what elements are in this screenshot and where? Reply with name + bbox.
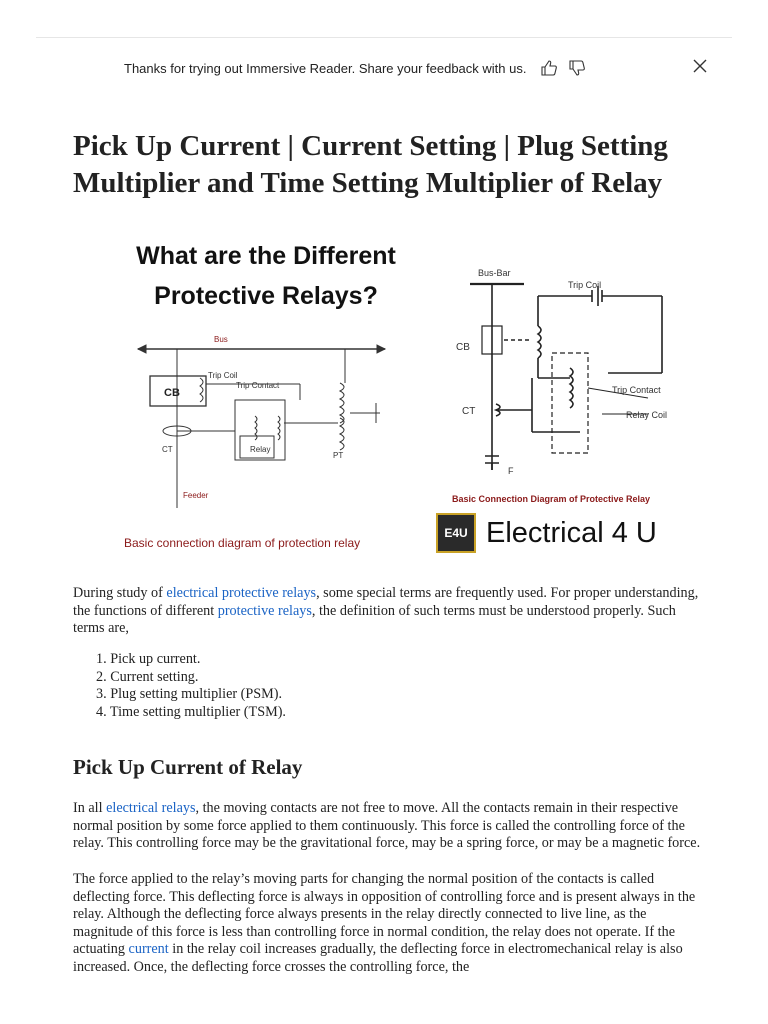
section-heading: Pick Up Current of Relay xyxy=(73,755,303,779)
terms-list: 1. Pick up current. 2. Current setting. … xyxy=(96,651,286,721)
text-span: During study of xyxy=(73,585,167,601)
right-relay-diagram: Bus-Bar Trip Coil CB Trip Contact CT Rel… xyxy=(456,268,667,476)
label-right-ct: CT xyxy=(462,406,475,417)
thumbs-up-icon[interactable] xyxy=(540,59,558,77)
intro-paragraph: During study of electrical protective re… xyxy=(73,585,703,638)
article-title: Pick Up Current | Current Setting | Plug… xyxy=(73,130,668,199)
text-span: , the definition of such terms must be u… xyxy=(73,602,676,637)
right-diagram-caption: Basic Connection Diagram of Protective R… xyxy=(452,494,651,504)
link-protective-relays[interactable]: protective relays xyxy=(217,602,312,619)
label-bus-bar: Bus-Bar xyxy=(478,268,511,278)
link-electrical-protective-relays[interactable]: electrical protective relays xyxy=(166,585,317,601)
close-icon xyxy=(693,59,707,73)
label-bus: Bus xyxy=(214,335,228,344)
label-relay-coil: Relay Coil xyxy=(626,410,667,420)
label-trip-contact: Trip Contact xyxy=(236,381,280,390)
text-span: , the moving contacts are not free to mo… xyxy=(73,800,701,851)
text-span: The force applied to the relay’s moving … xyxy=(73,871,696,957)
label-cb: CB xyxy=(164,387,180,399)
label-right-trip-contact: Trip Contact xyxy=(612,385,661,395)
article-image: What are the Different Protective Relays… xyxy=(80,218,700,564)
brand: E4U Electrical 4 U xyxy=(436,511,657,555)
image-heading: What are the Different Protective Relays… xyxy=(136,242,396,310)
list-item: 2. Current setting. xyxy=(96,668,199,685)
list-item: 4. Time setting multiplier (TSM). xyxy=(96,703,286,720)
label-relay: Relay xyxy=(250,445,270,454)
list-item: 3. Plug setting multiplier (PSM). xyxy=(96,686,283,702)
label-right-cb: CB xyxy=(456,342,470,353)
label-pt: PT xyxy=(333,451,343,460)
link-electrical-relays[interactable]: electrical relays xyxy=(106,800,196,816)
link-current[interactable]: current xyxy=(128,941,169,957)
label-feeder: Feeder xyxy=(183,491,209,500)
top-divider xyxy=(36,37,732,38)
thumbs-down-icon[interactable] xyxy=(568,59,586,77)
brand-name: Electrical 4 U xyxy=(486,516,657,549)
label-trip-coil: Trip Coil xyxy=(208,371,238,380)
label-ct: CT xyxy=(162,445,173,454)
feedback-bar: Thanks for trying out Immersive Reader. … xyxy=(124,59,586,77)
brand-logo: E4U xyxy=(436,513,476,553)
text-span: In all xyxy=(73,800,107,816)
close-button[interactable] xyxy=(692,58,708,74)
text-span: in the relay coil increases gradually, t… xyxy=(73,941,683,975)
list-item: 1. Pick up current. xyxy=(96,651,201,667)
left-relay-diagram: Bus CB Trip Coil Trip Contact CT Relay P… xyxy=(136,335,387,508)
left-diagram-caption: Basic connection diagram of protection r… xyxy=(124,536,361,550)
label-f: F xyxy=(508,466,514,476)
body-paragraph: The force applied to the relay’s moving … xyxy=(73,871,703,976)
text-span: , some special terms are frequently used… xyxy=(73,585,699,619)
body-paragraph: In all electrical relays, the moving con… xyxy=(73,800,703,853)
label-right-trip-coil: Trip Coil xyxy=(568,280,601,290)
feedback-message: Thanks for trying out Immersive Reader. … xyxy=(124,60,527,76)
